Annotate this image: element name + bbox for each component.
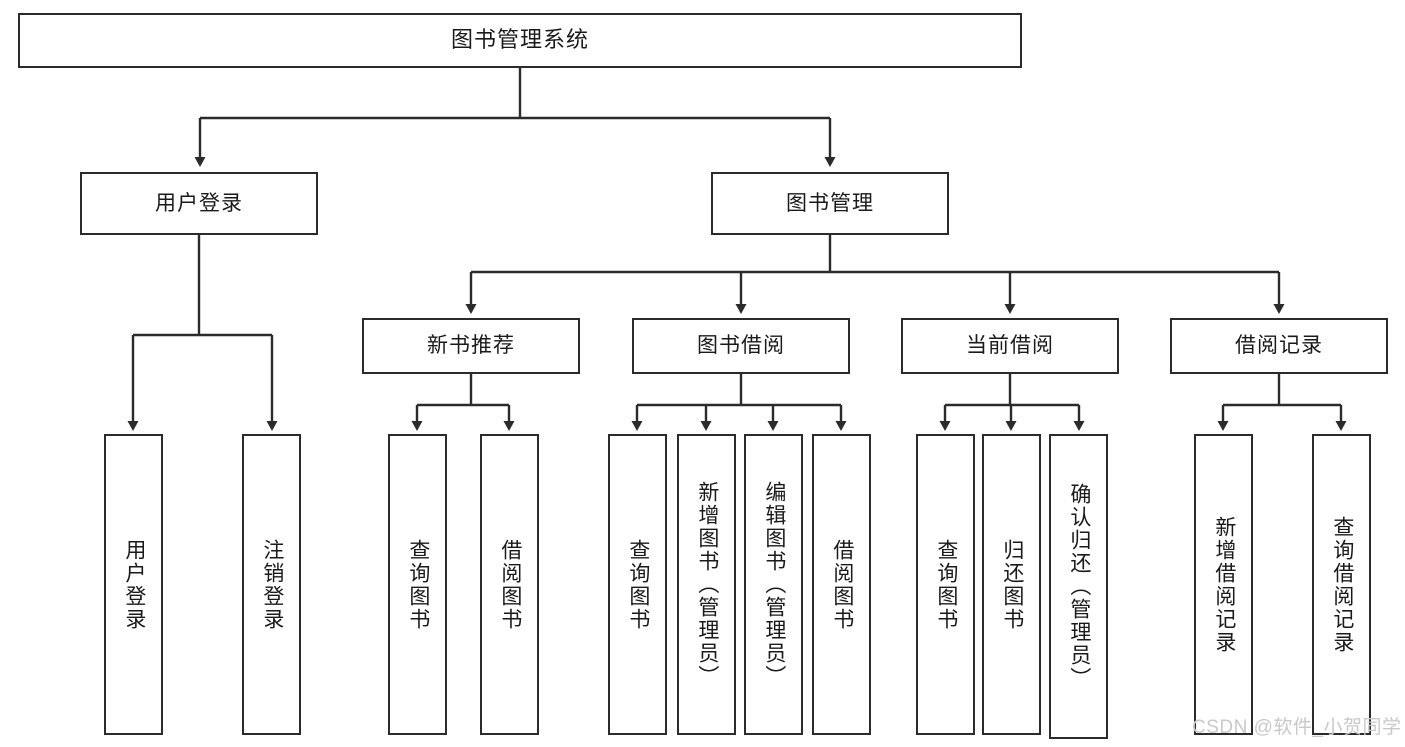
node-leaf-borrow-query[interactable]: 查询图书: [608, 434, 667, 735]
node-leaf-borrow-edit[interactable]: 编辑图书（管理员）: [744, 434, 803, 735]
node-new-book-rec-label: 新书推荐: [427, 334, 515, 358]
node-book-borrow[interactable]: 图书借阅: [632, 318, 850, 374]
csdn-watermark: CSDN @软件_小贺同学: [1192, 717, 1402, 738]
node-leaf-rec-query-label: 查询图书: [406, 538, 430, 631]
node-leaf-borrow-query-label: 查询图书: [626, 538, 650, 631]
node-new-book-rec[interactable]: 新书推荐: [362, 318, 580, 374]
node-leaf-cur-query-label: 查询图书: [934, 538, 958, 631]
node-borrow-record[interactable]: 借阅记录: [1170, 318, 1388, 374]
node-leaf-rec-search-label: 查询借阅记录: [1330, 515, 1354, 654]
node-book-borrow-label: 图书借阅: [697, 334, 785, 358]
node-leaf-user-login-label: 用户登录: [122, 538, 146, 631]
node-leaf-borrow-add-label: 新增图书（管理员）: [695, 481, 719, 688]
node-user-login[interactable]: 用户登录: [80, 172, 318, 235]
node-current-borrow[interactable]: 当前借阅: [901, 318, 1119, 374]
node-leaf-rec-add-label: 新增借阅记录: [1212, 515, 1236, 654]
node-leaf-borrow-do[interactable]: 借阅图书: [812, 434, 871, 735]
node-leaf-rec-borrow-label: 借阅图书: [498, 538, 522, 631]
node-user-login-label: 用户登录: [155, 191, 243, 215]
node-leaf-rec-search[interactable]: 查询借阅记录: [1312, 434, 1371, 735]
node-leaf-user-login[interactable]: 用户登录: [104, 434, 163, 735]
node-leaf-user-logout[interactable]: 注销登录: [242, 434, 301, 735]
node-leaf-cur-return-label: 归还图书: [1000, 538, 1024, 631]
node-leaf-borrow-do-label: 借阅图书: [830, 538, 854, 631]
node-leaf-rec-add[interactable]: 新增借阅记录: [1194, 434, 1253, 735]
node-leaf-cur-confirm[interactable]: 确认归还（管理员）: [1049, 434, 1108, 739]
node-book-manage-label: 图书管理: [786, 191, 874, 215]
node-leaf-borrow-edit-label: 编辑图书（管理员）: [762, 481, 786, 688]
node-leaf-rec-borrow[interactable]: 借阅图书: [480, 434, 539, 735]
node-leaf-cur-confirm-label: 确认归还（管理员）: [1067, 483, 1091, 690]
node-root-label: 图书管理系统: [450, 27, 589, 53]
node-leaf-cur-return[interactable]: 归还图书: [982, 434, 1041, 735]
node-current-borrow-label: 当前借阅: [966, 334, 1054, 358]
node-leaf-borrow-add[interactable]: 新增图书（管理员）: [677, 434, 736, 735]
node-borrow-record-label: 借阅记录: [1235, 334, 1323, 358]
node-book-manage[interactable]: 图书管理: [711, 172, 949, 235]
node-leaf-user-logout-label: 注销登录: [260, 538, 284, 631]
node-leaf-rec-query[interactable]: 查询图书: [388, 434, 447, 735]
node-root[interactable]: 图书管理系统: [18, 13, 1022, 68]
node-leaf-cur-query[interactable]: 查询图书: [916, 434, 975, 735]
